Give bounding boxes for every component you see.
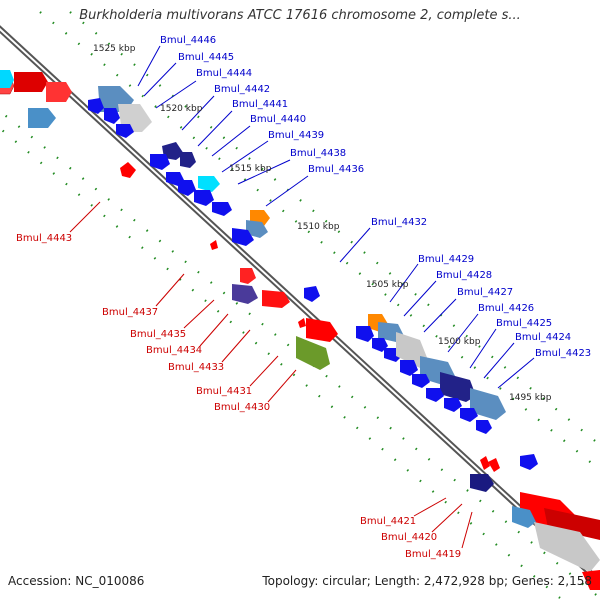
gene-label-forward[interactable]: Bmul_4438 (290, 148, 346, 159)
gene-cluster-4436 (210, 210, 290, 308)
genes-label: Genes: (511, 574, 554, 588)
gene-label-reverse[interactable]: Bmul_4430 (214, 402, 270, 413)
accession-label: Accession: (8, 574, 72, 588)
gene-label-forward[interactable]: Bmul_4446 (160, 35, 216, 46)
gene-label-reverse[interactable]: Bmul_4433 (168, 362, 224, 373)
gene-label-forward[interactable]: Bmul_4425 (496, 318, 552, 329)
gene-label-reverse[interactable]: Bmul_4443 (16, 233, 72, 244)
gene-label-forward[interactable]: Bmul_4441 (232, 99, 288, 110)
length-label: Length: (374, 574, 421, 588)
gene-cluster-4421 (470, 456, 600, 590)
gene-label-forward[interactable]: Bmul_4423 (535, 348, 591, 359)
map-title: Burkholderia multivorans ATCC 17616 chro… (79, 8, 521, 23)
accession-info: Accession: NC_010086 (8, 574, 144, 588)
guide-rings (0, 11, 600, 599)
gene-label-forward[interactable]: Bmul_4427 (457, 287, 513, 298)
accession-value: NC_010086 (75, 574, 145, 588)
gene-label-forward[interactable]: Bmul_4428 (436, 270, 492, 281)
gene-label-forward[interactable]: Bmul_4424 (515, 332, 571, 343)
gene-label-reverse[interactable]: Bmul_4435 (130, 329, 186, 340)
tick-label: 1510 kbp (297, 222, 340, 232)
gene-label-reverse[interactable]: Bmul_4420 (381, 532, 437, 543)
backbone (0, 25, 600, 585)
gene-label-forward[interactable]: Bmul_4426 (478, 303, 534, 314)
gene-label-forward[interactable]: Bmul_4442 (214, 84, 270, 95)
gene-cluster-4429 (356, 314, 538, 470)
tick-label: 1525 kbp (93, 44, 136, 54)
topology-value: circular (322, 574, 367, 588)
gene-label-forward[interactable]: Bmul_4436 (308, 164, 364, 175)
leader-lines (69, 45, 535, 549)
gene-label-reverse[interactable]: Bmul_4421 (360, 516, 416, 527)
gene-label-reverse[interactable]: Bmul_4437 (102, 307, 158, 318)
length-value: 2,472,928 bp (423, 574, 504, 588)
gene-label-reverse[interactable]: Bmul_4431 (196, 386, 252, 397)
genome-summary: Topology: circular; Length: 2,472,928 bp… (262, 574, 592, 588)
topology-label: Topology: (262, 574, 319, 588)
gene-cluster-4446 (88, 86, 232, 216)
gene-features (0, 70, 600, 590)
forward-gene-labels: Bmul_4446 Bmul_4445 Bmul_4444 Bmul_4442 … (160, 35, 591, 359)
gene-reverse-topleft (0, 70, 136, 178)
tick-labels: 1525 kbp 1520 kbp 1515 kbp 1510 kbp 1505… (93, 44, 552, 403)
gene-label-forward[interactable]: Bmul_4429 (418, 254, 474, 265)
gene-label-reverse[interactable]: Bmul_4434 (146, 345, 202, 356)
reverse-gene-labels: Bmul_4443 Bmul_4437 Bmul_4435 Bmul_4434 … (16, 233, 461, 560)
tick-label: 1505 kbp (366, 280, 409, 290)
gene-cluster-4432 (296, 286, 338, 370)
tick-label: 1495 kbp (509, 393, 552, 403)
tick-label: 1500 kbp (438, 337, 481, 347)
tick-label: 1515 kbp (229, 164, 272, 174)
gene-label-forward[interactable]: Bmul_4444 (196, 68, 252, 79)
gene-label-forward[interactable]: Bmul_4439 (268, 130, 324, 141)
gene-label-forward[interactable]: Bmul_4445 (178, 52, 234, 63)
gene-label-forward[interactable]: Bmul_4432 (371, 217, 427, 228)
gene-label-forward[interactable]: Bmul_4440 (250, 114, 306, 125)
genes-value: 2,158 (557, 574, 592, 588)
gene-label-reverse[interactable]: Bmul_4419 (405, 549, 461, 560)
tick-label: 1520 kbp (160, 104, 203, 114)
